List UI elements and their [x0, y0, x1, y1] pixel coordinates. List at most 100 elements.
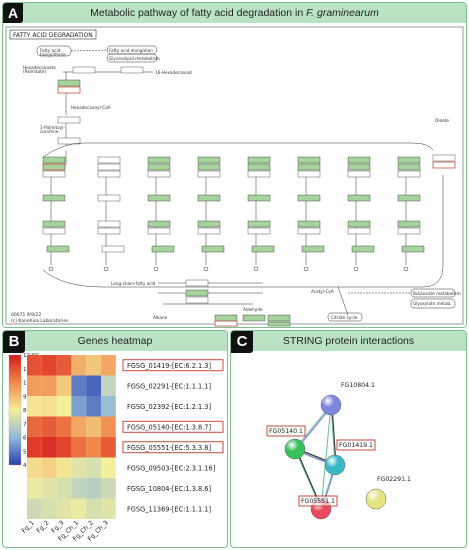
- heatmap-cell: [41, 437, 57, 458]
- protein-node-label: FG02291.1: [377, 476, 411, 483]
- map-title-label: FATTY ACID DEGRADATION: [13, 32, 93, 39]
- protein-node[interactable]: [320, 394, 342, 416]
- heatmap-cell: [101, 396, 116, 417]
- beta-oxidation-columns: Oleate: [42, 118, 456, 288]
- beta-column-8: [397, 156, 425, 272]
- heatmap-column-label: Fg_1: [21, 519, 36, 534]
- protein-node[interactable]: [365, 488, 387, 510]
- heatmap-cell: [41, 416, 57, 437]
- svg-text:16-Hexadecanoid: 16-Hexadecanoid: [155, 70, 192, 75]
- heatmap-row-label: FGSG_10804-[EC:1.3.8.6]: [127, 485, 211, 493]
- beta-column-7: [347, 156, 375, 272]
- heatmap-cell: [71, 437, 87, 458]
- heatmap-cell: [56, 375, 72, 396]
- heatmap-row-label: FGSG_02291-[EC:1.1.1.1]: [127, 382, 211, 390]
- svg-text:Acetyl-CoA: Acetyl-CoA: [311, 289, 334, 294]
- heatmap-cell: [86, 437, 101, 458]
- svg-text:Fatty acid: Fatty acid: [40, 48, 61, 53]
- panel-c-header: STRING protein interactions: [231, 331, 466, 351]
- node-highlight-box: [298, 495, 338, 507]
- svg-text:Butanoate metabolism: Butanoate metabolism: [413, 291, 461, 296]
- row-highlight-box: [122, 359, 224, 372]
- heatmap-cell: [86, 457, 101, 478]
- panel-b-letter: B: [3, 331, 25, 353]
- heatmap-cell: [71, 498, 87, 519]
- beta-column-5: [247, 156, 275, 272]
- svg-text:Hexadecanoyl-CoA: Hexadecanoyl-CoA: [71, 105, 111, 110]
- heatmap-cell: [27, 498, 42, 519]
- heatmap-cell: [101, 437, 116, 458]
- heatmap-cell: [27, 437, 42, 458]
- panel-a-title-species: F. graminearum: [306, 7, 379, 19]
- beta-column-2: [97, 156, 125, 272]
- heatmap-cell: [86, 375, 101, 396]
- heatmap-cell: [56, 416, 72, 437]
- protein-node-label: FG05140.1: [269, 428, 303, 435]
- heatmap-cell: [101, 375, 116, 396]
- beta-column-1: [42, 156, 70, 272]
- heatmap-cell: [27, 375, 42, 396]
- map-upper-ec-boxes: [57, 66, 144, 145]
- heatmap-cell: [56, 355, 72, 376]
- svg-text:Citrate cycle: Citrate cycle: [331, 315, 358, 320]
- map-footer-id: 00071 9/9/22: [11, 312, 41, 318]
- heatmap-cell: [27, 457, 42, 478]
- heatmap-cell: [41, 396, 57, 417]
- heatmap-cell: [71, 396, 87, 417]
- edge-10804-05551: [320, 404, 332, 510]
- panel-b-header: Genes heatmap: [3, 331, 227, 351]
- protein-node-label: FG10804.1: [341, 382, 375, 389]
- heatmap-cell: [27, 355, 42, 376]
- map-lower-section: [158, 282, 456, 322]
- heatmap-cell: [86, 355, 101, 376]
- heatmap-column-label: Fg_2: [35, 519, 50, 534]
- panel-a: Metabolic pathway of fatty acid degradat…: [2, 2, 467, 328]
- row-highlight-box: [122, 441, 224, 454]
- heatmap-cell: [56, 478, 72, 499]
- heatmap-cell: [41, 355, 57, 376]
- protein-node-label: FG05551.1: [301, 498, 335, 505]
- panel-a-title: Metabolic pathway of fatty acid degradat…: [90, 7, 307, 19]
- heatmap-cell: [41, 375, 57, 396]
- heatmap-cell: [71, 416, 87, 437]
- map-lower-ec-boxes: [185, 279, 291, 327]
- heatmap-cell: [41, 498, 57, 519]
- node-highlight-box: [266, 425, 306, 437]
- svg-text:(Palmitate): (Palmitate): [23, 69, 46, 74]
- svg-text:Fatty acid elongation: Fatty acid elongation: [109, 48, 153, 53]
- heatmap-cell: [71, 355, 87, 376]
- svg-text:1-Palmitoyl-: 1-Palmitoyl-: [40, 125, 65, 130]
- protein-node[interactable]: [284, 438, 306, 460]
- heatmap-cell: [71, 457, 87, 478]
- heatmap-cell: [56, 498, 72, 519]
- heatmap-cell: [101, 355, 116, 376]
- svg-text:Alkane: Alkane: [153, 315, 168, 320]
- heatmap-cell: [71, 478, 87, 499]
- heatmap-cell: [86, 498, 101, 519]
- panel-a-letter: A: [3, 3, 23, 23]
- heatmap-cell: [27, 416, 42, 437]
- heatmap-cell: [101, 457, 116, 478]
- heatmap-row-label: FGSG_05551-[EC:5.3.3.8]: [127, 444, 211, 452]
- heatmap-cell: [27, 396, 42, 417]
- beta-column-3: [147, 156, 175, 272]
- heatmap-cell: [71, 375, 87, 396]
- heatmap-cell: [86, 416, 101, 437]
- heatmap-cell: [86, 478, 101, 499]
- svg-text:Hexadecanoate: Hexadecanoate: [23, 65, 56, 70]
- heatmap-cell: [56, 457, 72, 478]
- panel-c-letter: C: [231, 331, 253, 353]
- heatmap-chart: 12.0011.0010.009.008.007.006.005.004.00 …: [8, 353, 224, 543]
- protein-node[interactable]: [324, 454, 346, 476]
- heatmap-row-label: FGSG_09503-[EC:2.3.1.16]: [127, 464, 215, 472]
- panel-a-header: Metabolic pathway of fatty acid degradat…: [3, 3, 466, 23]
- heatmap-cell: [101, 498, 116, 519]
- svg-text:Aldehyde: Aldehyde: [243, 307, 263, 312]
- svg-text:Long-chain-fatty acid: Long-chain-fatty acid: [111, 281, 156, 286]
- heatmap-cell: [41, 478, 57, 499]
- heatmap-row-label: FGSG_01419-[EC:6.2.1.3]: [127, 362, 211, 370]
- kegg-pathway-map: FATTY ACID DEGRADATION Fatty acidbiosynt…: [5, 26, 464, 327]
- heatmap-cell: [101, 416, 116, 437]
